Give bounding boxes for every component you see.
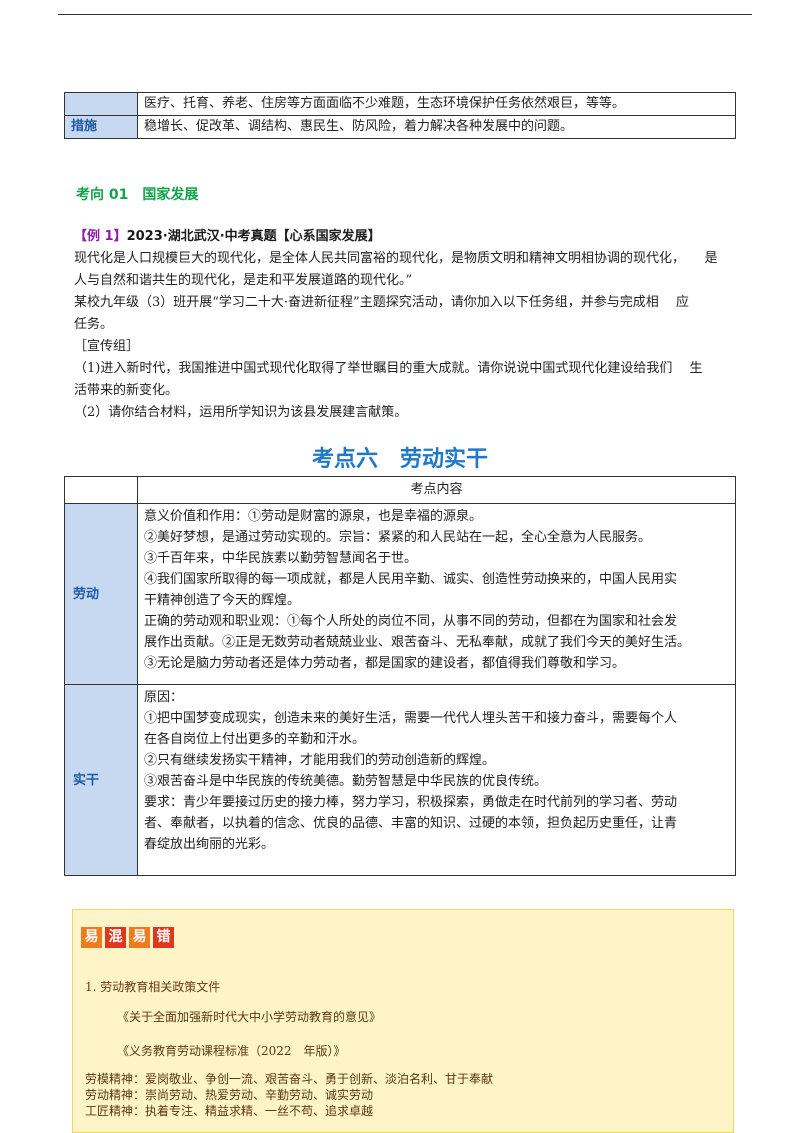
content-line: ③艰苦奋斗是中华民族的传统美德。勤劳智慧是中华民族的优良传统。 [144,774,548,789]
content-line: 正确的劳动观和职业观：①每个人所处的岗位不同，从事不同的劳动，但都在为国家和社会… [144,614,678,629]
example-block: 【例 1】2023·湖北武汉·中考真题【心系国家发展】 现代化是人口规模巨大的现… [74,226,739,424]
section-title: 考向 01 国家发展 [76,187,199,203]
row-label [64,92,138,116]
example-line: 人与自然和谐共生的现代化，是走和平发展道路的现代化。” [74,273,413,288]
spirit-line: 工匠精神：执着专注、精益求精、一丝不苟、追求卓越 [85,1104,374,1118]
row-content: 意义价值和作用：①劳动是财富的源泉，也是幸福的源泉。 ②美好梦想，是通过劳动实现… [137,503,736,685]
content-line: ①把中国梦变成现实，创造未来的美好生活，需要一代代人埋头苦干和接力奋斗，需要每个… [144,711,678,726]
row-label: 措施 [64,115,138,139]
content-line: 要求：青少年要接过历史的接力棒，努力学习，积极探索，勇做走在时代前列的学习者、劳… [144,795,678,810]
content-line: 原因： [144,690,184,705]
note-tag: 易 [81,927,102,948]
note-tag: 易 [129,927,150,948]
note-item-title: 1. 劳动教育相关政策文件 [85,980,221,994]
example-source: 2023·湖北武汉·中考真题 [126,229,277,244]
kaodian-title: 考点六 劳动实干 [311,447,488,472]
example-line: ［宣传组］ [74,339,140,354]
column-header: 考点内容 [137,476,736,504]
content-line: 干精神创造了今天的辉煌。 [144,593,301,608]
content-line: 展作出贡献。②正是无数劳动者兢兢业业、艰苦奋斗、无私奉献，成就了我们今天的美好生… [144,635,691,650]
table-header-row: 考点内容 [64,476,736,504]
note-tag: 混 [105,927,126,948]
example-line: 某校九年级（3）班开展“学习二十大·奋进新征程”主题探究活动，请你加入以下任务组… [74,295,689,310]
example-line: （2）请你结合材料，运用所学知识为该县发展建言献策。 [74,405,408,420]
measures-table: 医疗、托育、养老、住房等方面面临不少难题，生态环境保护任务依然艰巨，等等。 措施… [64,92,736,139]
row-content: 原因： ①把中国梦变成现实，创造未来的美好生活，需要一代代人埋头苦干和接力奋斗，… [137,684,736,876]
row-content: 稳增长、促改革、调结构、惠民生、防风险，着力解决各种发展中的问题。 [137,115,736,139]
kaodian-table: 考点内容 劳动 意义价值和作用：①劳动是财富的源泉，也是幸福的源泉。 ②美好梦想… [64,476,736,876]
note-tags: 易 混 易 错 [81,927,174,948]
content-line: ④我们国家所取得的每一项成就，都是人民用辛勤、诚实、创造性劳动换来的，中国人民用… [144,572,678,587]
example-line: 现代化是人口规模巨大的现代化，是全体人民共同富裕的现代化，是物质文明和精神文明相… [74,251,718,266]
spirit-line: 劳动精神：崇尚劳动、热爱劳动、辛勤劳动、诚实劳动 [85,1088,374,1102]
content-line: 者、奉献者，以执着的信念、优良的品德、丰富的知识、过硬的本领，担负起历史重任，让… [144,816,678,831]
content-line: ③千百年来，中华民族素以勤劳智慧闻名于世。 [144,551,418,566]
content-line: 意义价值和作用：①劳动是财富的源泉，也是幸福的源泉。 [144,509,483,524]
row-content: 医疗、托育、养老、住房等方面面临不少难题，生态环境保护任务依然艰巨，等等。 [137,92,736,116]
content-line: 在各自岗位上付出更多的辛勤和汗水。 [144,732,366,747]
header-rule [58,14,752,15]
row-label: 劳动 [64,503,138,685]
table-row: 劳动 意义价值和作用：①劳动是财富的源泉，也是幸福的源泉。 ②美好梦想，是通过劳… [64,503,736,685]
example-number: 【例 1】 [74,229,127,244]
example-heading: 【例 1】2023·湖北武汉·中考真题【心系国家发展】 [74,226,739,248]
table-row: 实干 原因： ①把中国梦变成现实，创造未来的美好生活，需要一代代人埋头苦干和接力… [64,684,736,876]
example-tag: 【心系国家发展】 [276,229,381,244]
content-line: ②只有继续发扬实干精神，才能用我们的劳动创造新的辉煌。 [144,753,496,768]
spirit-line: 劳模精神：爱岗敬业、争创一流、艰苦奋斗、勇于创新、淡泊名利、甘于奉献 [85,1072,494,1086]
note-tag: 错 [153,927,174,948]
table-row: 措施 稳增长、促改革、调结构、惠民生、防风险，着力解决各种发展中的问题。 [64,115,736,139]
example-line: （1)进入新时代，我国推进中国式现代化取得了举世瞩目的重大成就。请你说说中国式现… [74,361,703,376]
example-line: 活带来的新变化。 [74,383,179,398]
policy-doc: 《义务教育劳动课程标准（2022 年版）》 [117,1044,346,1058]
example-line: 任务。 [74,317,114,332]
content-line: ②美好梦想，是通过劳动实现的。宗旨：紧紧的和人民站在一起，全心全意为人民服务。 [144,530,652,545]
content-line: 春绽放出绚丽的光彩。 [144,837,275,852]
confusion-note-box: 易 混 易 错 1. 劳动教育相关政策文件 《关于全面加强新时代大中小学劳动教育… [72,909,734,1133]
content-line: ③无论是脑力劳动者还是体力劳动者，都是国家的建设者，都值得我们尊敬和学习。 [144,656,626,671]
table-row: 医疗、托育、养老、住房等方面面临不少难题，生态环境保护任务依然艰巨，等等。 [64,92,736,116]
row-label: 实干 [64,684,138,876]
header-empty-cell [64,476,138,504]
policy-doc: 《关于全面加强新时代大中小学劳动教育的意见》 [117,1010,382,1024]
